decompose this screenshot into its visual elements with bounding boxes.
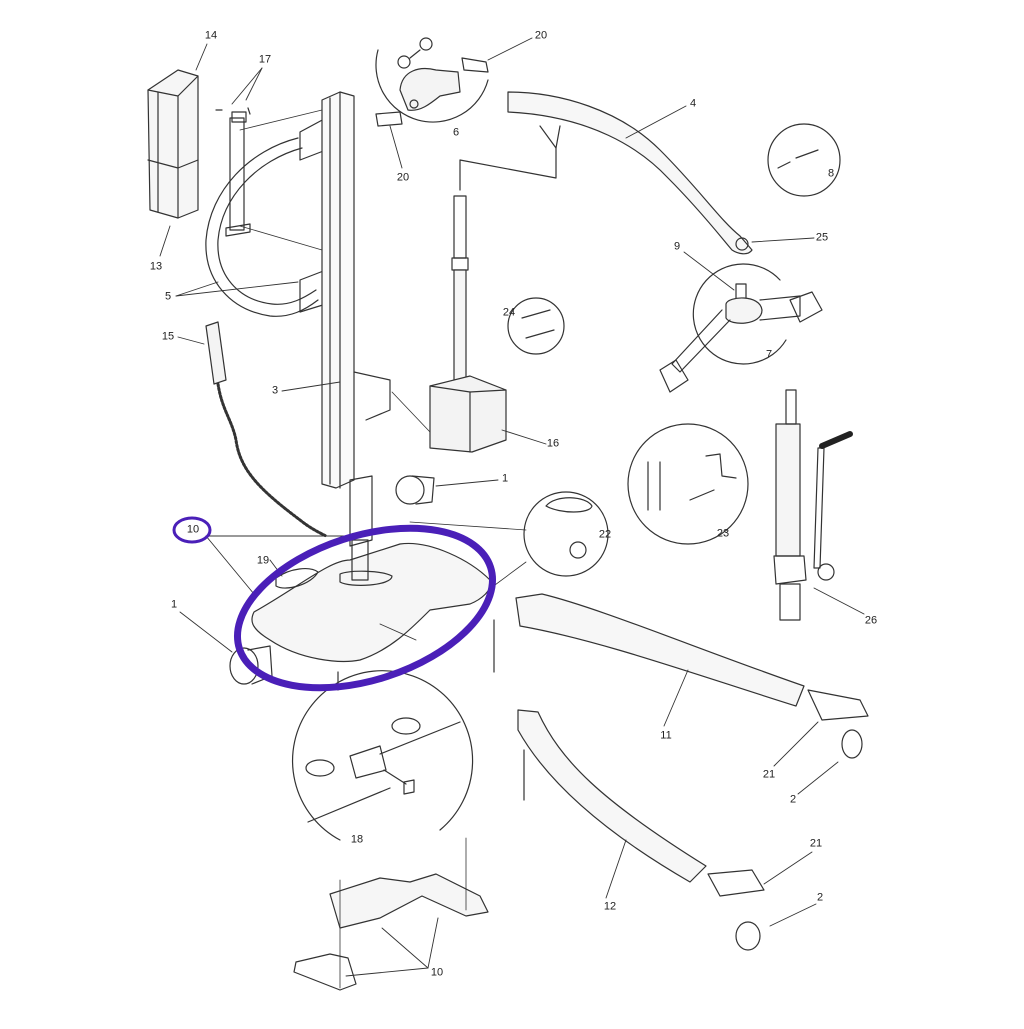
callout-16: 16 — [546, 437, 560, 450]
callout-17: 17 — [258, 53, 272, 66]
callout-21-upper: 21 — [762, 768, 776, 781]
mast — [239, 91, 391, 547]
caster-front — [395, 475, 435, 505]
detail-circle-23 — [627, 423, 749, 545]
callout-25: 25 — [815, 231, 829, 244]
callout-4: 4 — [689, 97, 697, 110]
callout-3: 3 — [271, 384, 279, 397]
leg-right — [493, 593, 869, 759]
base-covers — [293, 837, 489, 991]
callout-11: 11 — [660, 729, 672, 742]
spreader-bar — [659, 263, 823, 393]
highlight-annotation — [172, 516, 496, 692]
callout-20-top: 20 — [534, 29, 548, 42]
detail-circle-18 — [292, 670, 474, 841]
callout-10-circled: 10 — [186, 523, 200, 536]
callout-18: 18 — [350, 833, 364, 846]
callout-1-upper: 1 — [501, 472, 509, 485]
callout-5: 5 — [164, 290, 172, 303]
callout-19: 19 — [256, 554, 270, 567]
callout-20-bottom: 20 — [396, 171, 410, 184]
leg-left — [517, 709, 765, 951]
hand-control — [205, 321, 328, 538]
callout-22: 22 — [598, 528, 612, 541]
callout-1-lower: 1 — [170, 598, 178, 611]
hydraulic-pump — [773, 389, 853, 621]
callout-14: 14 — [204, 29, 218, 42]
push-handle — [205, 117, 327, 317]
callout-6: 6 — [452, 126, 460, 139]
callout-24: 24 — [502, 306, 516, 319]
battery-box — [147, 69, 199, 219]
callout-15: 15 — [161, 330, 175, 343]
boom-arm — [459, 91, 753, 255]
callout-23: 23 — [716, 527, 730, 540]
mounting-bracket — [215, 107, 251, 237]
caster-rear — [229, 645, 273, 685]
detail-circle-8 — [767, 123, 841, 197]
callout-26: 26 — [864, 614, 878, 627]
base — [251, 539, 492, 691]
callout-2-upper: 2 — [789, 793, 797, 806]
callout-9: 9 — [673, 240, 681, 253]
callout-21-lower: 21 — [809, 837, 823, 850]
detail-circle-24 — [507, 297, 565, 355]
callout-13: 13 — [149, 260, 163, 273]
callout-2-lower: 2 — [816, 891, 824, 904]
actuator — [391, 195, 507, 453]
leader-lines — [159, 37, 865, 977]
callout-10-covers: 10 — [430, 966, 444, 979]
detail-circle-6 — [375, 37, 489, 127]
callout-12: 12 — [603, 900, 617, 913]
callout-8: 8 — [827, 167, 835, 180]
callout-7: 7 — [765, 348, 773, 361]
